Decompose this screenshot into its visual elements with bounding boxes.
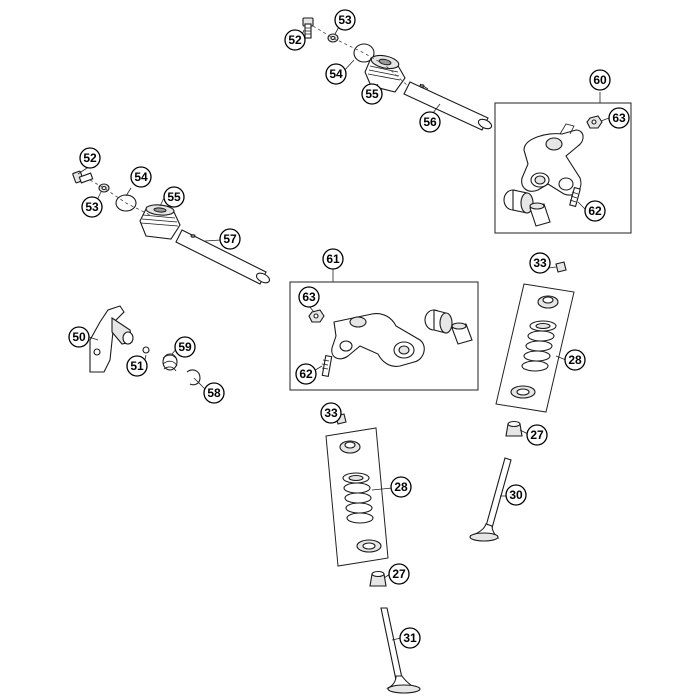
rocker-arm-60 [521, 123, 584, 196]
svg-text:60: 60 [593, 73, 607, 87]
roller-61 [424, 309, 453, 334]
callout-59: 59 [174, 336, 196, 358]
intake-valve [380, 607, 421, 694]
svg-text:30: 30 [509, 488, 523, 502]
callout-56: 56 [419, 111, 441, 133]
callout-27-right: 27 [526, 424, 548, 446]
upper-o-ring [353, 43, 375, 63]
svg-text:51: 51 [130, 359, 144, 373]
svg-text:27: 27 [392, 567, 406, 581]
callout-28-right: 28 [564, 349, 586, 371]
upper-rocker-shaft [403, 81, 493, 131]
callout-62-box60: 62 [584, 200, 606, 222]
decompression-lever-group [89, 305, 201, 386]
svg-text:56: 56 [423, 115, 437, 129]
left-shaft-plug [139, 204, 181, 240]
callout-31: 31 [399, 627, 421, 649]
upper-bolt [302, 17, 314, 39]
svg-text:53: 53 [85, 200, 99, 214]
rocker-arm-box-61 [289, 281, 479, 391]
callout-55-left: 55 [163, 186, 185, 208]
adjusting-screw-60 [569, 186, 581, 208]
upper-shaft-plug [364, 54, 406, 93]
svg-text:62: 62 [588, 204, 602, 218]
lock-nut-61 [308, 309, 325, 323]
pin-60 [529, 202, 551, 227]
callout-63-box61: 63 [298, 286, 320, 308]
valve-spring-lower [342, 472, 374, 524]
valve-spring-box-lower [325, 427, 389, 567]
callout-53-left: 53 [81, 196, 103, 218]
callout-33-right: 33 [529, 252, 551, 274]
callout-57: 57 [219, 228, 241, 250]
svg-text:33: 33 [324, 406, 338, 420]
callout-58: 58 [203, 382, 225, 404]
valve-spring-right [521, 320, 557, 372]
callout-50: 50 [68, 326, 90, 348]
spring-retainer-right [537, 295, 559, 309]
callout-30: 30 [505, 484, 527, 506]
valve-stem-seal-lower [369, 570, 387, 587]
callout-54-upper: 54 [325, 63, 347, 85]
svg-text:58: 58 [207, 386, 221, 400]
callout-62-box61: 62 [295, 363, 317, 385]
left-bolt [72, 170, 94, 184]
left-rocker-shaft [175, 229, 271, 285]
svg-text:28: 28 [568, 353, 582, 367]
rocker-arm-box-60 [494, 102, 632, 234]
spring-59 [162, 353, 178, 372]
spring-retainer-lower [339, 440, 361, 454]
spring-seat-lower [356, 539, 382, 553]
lock-nut-60 [586, 115, 603, 129]
svg-text:53: 53 [338, 13, 352, 27]
svg-text:63: 63 [612, 111, 626, 125]
callout-54-left: 54 [130, 166, 152, 188]
upper-rocker-shaft-group [302, 17, 493, 131]
svg-text:54: 54 [329, 67, 343, 81]
svg-text:54: 54 [134, 170, 148, 184]
callout-33-lower: 33 [320, 402, 342, 424]
left-rocker-shaft-group [72, 170, 271, 285]
svg-text:59: 59 [178, 340, 192, 354]
callout-53-upper: 53 [334, 9, 356, 31]
pin-61 [451, 322, 473, 345]
callout-28-lower: 28 [390, 476, 412, 498]
valve-spring-box-right [495, 283, 575, 413]
svg-text:61: 61 [326, 252, 340, 266]
roller-60 [503, 189, 534, 214]
callout-63-box60: 63 [608, 107, 630, 129]
svg-text:63: 63 [302, 290, 316, 304]
callout-55-upper: 55 [361, 83, 383, 105]
upper-washer [327, 33, 339, 43]
svg-text:33: 33 [533, 256, 547, 270]
rocker-arm-61 [331, 313, 425, 367]
svg-text:52: 52 [83, 151, 97, 165]
valve-stem-seal-right [505, 420, 523, 437]
callout-52-upper: 52 [284, 29, 306, 51]
svg-text:28: 28 [394, 480, 408, 494]
svg-text:50: 50 [72, 330, 86, 344]
svg-text:52: 52 [288, 33, 302, 47]
svg-text:55: 55 [167, 190, 181, 204]
valve-keepers-right [555, 261, 567, 273]
svg-text:27: 27 [530, 428, 544, 442]
callout-51: 51 [126, 355, 148, 377]
svg-text:55: 55 [365, 87, 379, 101]
circlip-51 [142, 346, 150, 354]
svg-text:57: 57 [223, 232, 237, 246]
spring-seat-right [510, 385, 536, 399]
adjusting-screw-61 [321, 354, 333, 378]
lever-50 [89, 305, 134, 373]
svg-text:31: 31 [403, 631, 417, 645]
callout-27-lower: 27 [388, 563, 410, 585]
svg-text:62: 62 [299, 367, 313, 381]
exhaust-valve [469, 457, 512, 542]
callout-61: 61 [322, 248, 344, 270]
callout-52-left: 52 [79, 147, 101, 169]
callout-60: 60 [589, 69, 611, 91]
